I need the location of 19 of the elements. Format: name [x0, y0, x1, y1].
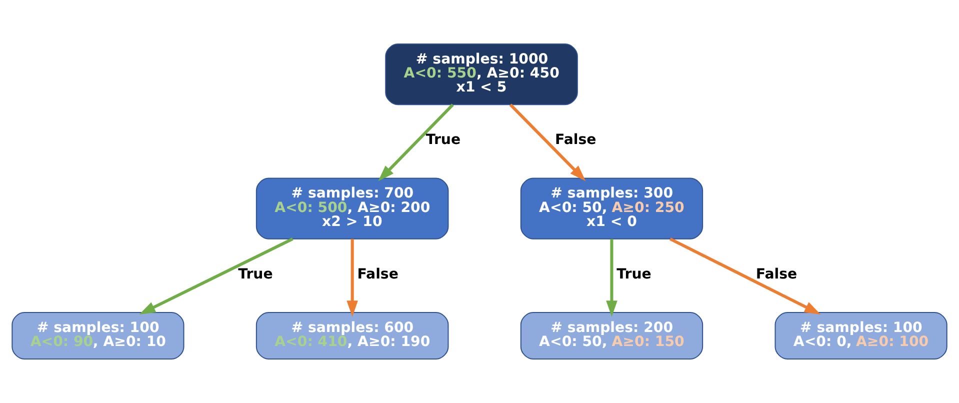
arrow: [670, 238, 821, 314]
node-box: # samples: 300 A<0: 50, A≥0: 250 x1 < 0: [520, 178, 704, 240]
arrow: [346, 238, 358, 317]
node-box: # samples: 1000 A<0: 550, A≥0: 450 x1 < 5: [385, 44, 578, 106]
node-box: # samples: 200 A<0: 50, A≥0: 150: [520, 312, 704, 360]
edge-label: False: [357, 266, 398, 282]
arrow: [139, 238, 294, 314]
node-box: # samples: 100 A<0: 0, A≥0: 100: [774, 312, 948, 360]
arrow: [509, 104, 586, 182]
edge-label: False: [756, 266, 798, 282]
edge-label: True: [616, 266, 652, 282]
node-box: # samples: 100 A<0: 90, A≥0: 10: [12, 312, 184, 360]
edge-label: False: [555, 132, 596, 148]
node-box: # samples: 700 A<0: 500, A≥0: 200 x2 > 10: [256, 178, 449, 240]
edge-label: True: [238, 266, 273, 282]
edge-label: True: [426, 132, 461, 148]
node-box: # samples: 600 A<0: 410, A≥0: 190: [256, 312, 449, 360]
arrow: [606, 238, 618, 317]
arrow: [378, 104, 454, 182]
